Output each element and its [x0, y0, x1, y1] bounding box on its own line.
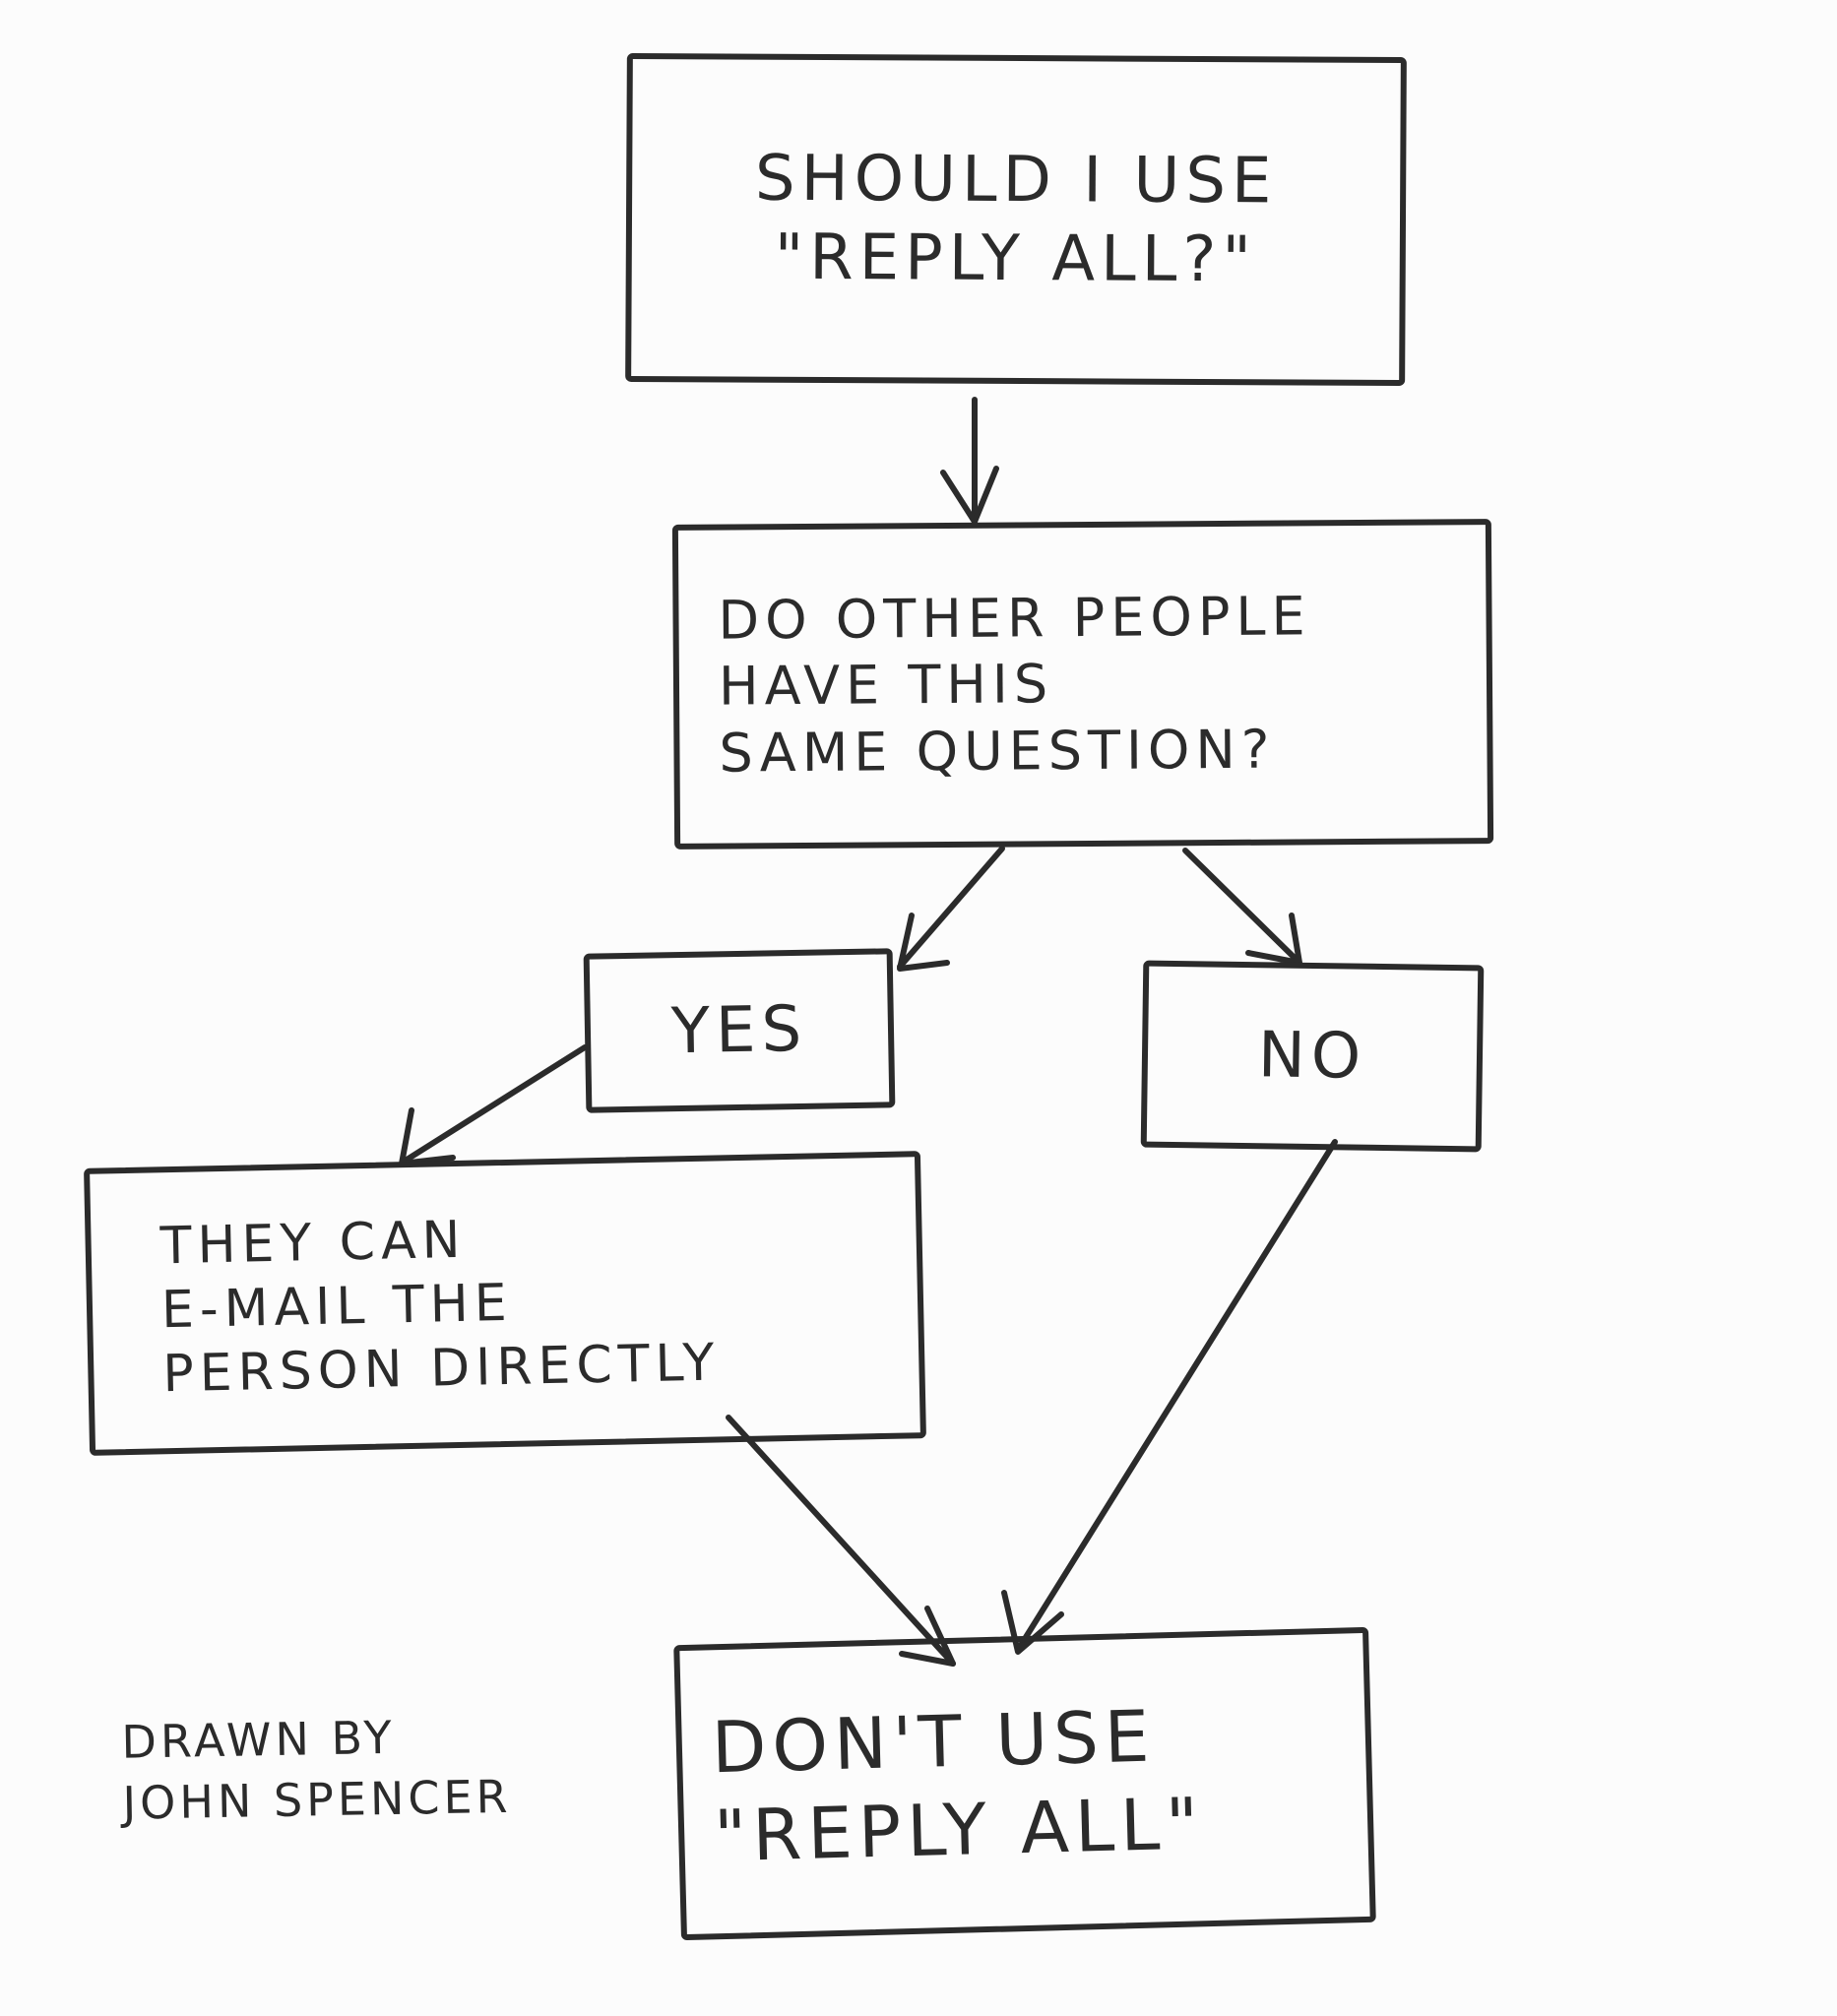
- arrow-no-to-dont: [1001, 1139, 1338, 1655]
- no-node-label: NO: [1257, 1019, 1367, 1094]
- yes-node: YES: [583, 948, 896, 1113]
- email-directly-node: THEY CAN E-MAIL THE PERSON DIRECTLY: [84, 1151, 926, 1456]
- arrow-question-to-yes: [897, 846, 1005, 972]
- email-directly-node-label: THEY CAN E-MAIL THE PERSON DIRECTLY: [159, 1210, 721, 1404]
- start-node-label: SHOULD I USE "REPLY ALL?": [754, 142, 1278, 297]
- no-node: NO: [1140, 960, 1485, 1153]
- yes-node-label: YES: [670, 992, 808, 1069]
- dont-reply-all-node-label: DON'T USE "REPLY ALL": [710, 1694, 1206, 1878]
- question-node-label: Do OTHER PEOPLE HAVE THIS SAME QUESTION?: [718, 585, 1311, 785]
- author-credit: DRAWN BY JOHN SPENCER: [121, 1710, 512, 1830]
- question-node: Do OTHER PEOPLE HAVE THIS SAME QUESTION?: [671, 519, 1494, 850]
- arrow-email-to-dont: [726, 1415, 956, 1667]
- arrow-start-to-question: [940, 397, 999, 525]
- dont-reply-all-node: DON'T USE "REPLY ALL": [673, 1626, 1376, 1941]
- start-node: SHOULD I USE "REPLY ALL?": [625, 52, 1407, 387]
- arrow-question-to-no: [1182, 848, 1302, 966]
- arrow-yes-to-email: [399, 1044, 588, 1166]
